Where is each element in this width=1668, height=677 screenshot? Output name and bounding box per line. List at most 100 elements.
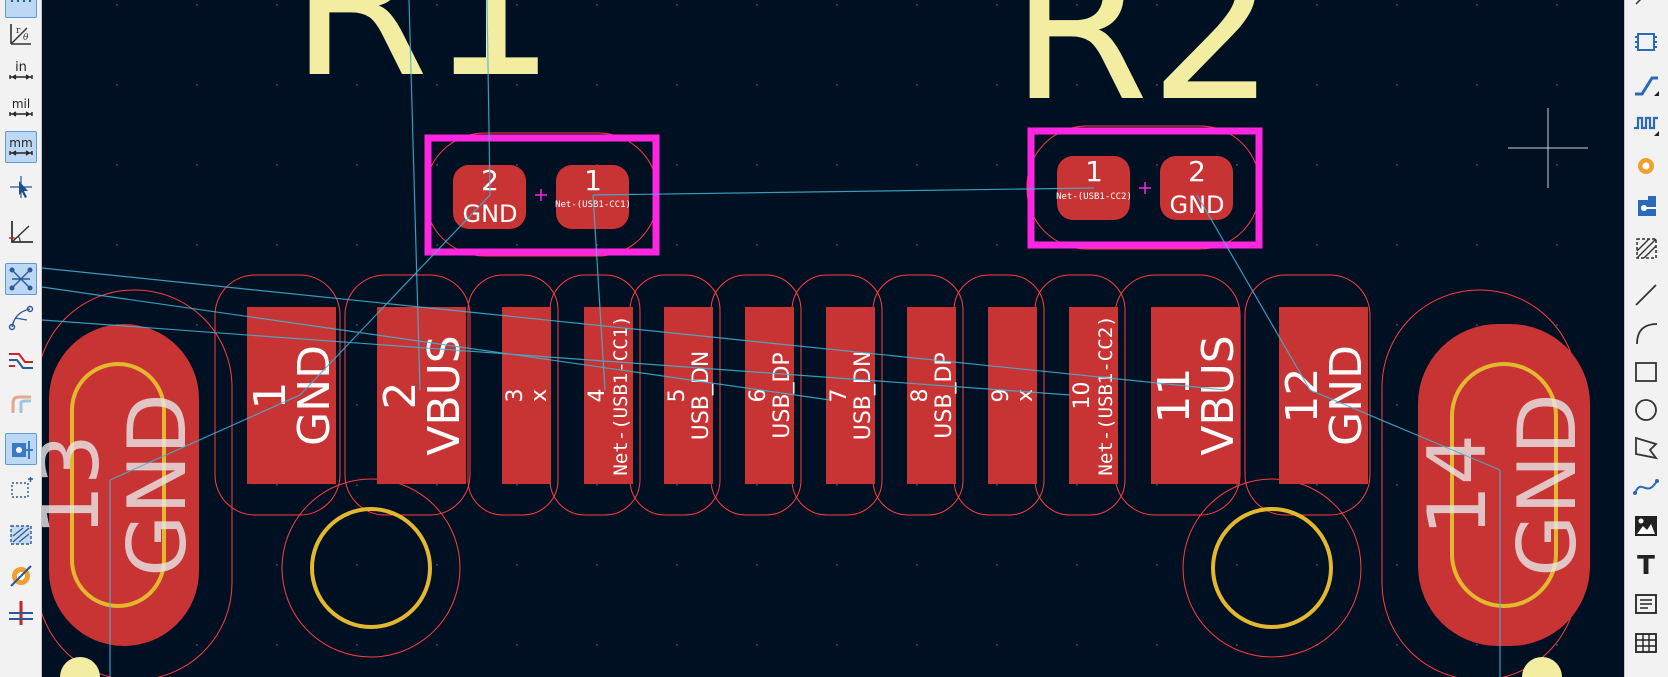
- svg-text:2: 2: [1188, 155, 1206, 188]
- select-button[interactable]: [1630, 0, 1662, 10]
- textbox-icon: [1635, 594, 1657, 614]
- usb-pad-net: VBUS: [1193, 335, 1244, 455]
- cursor-style-button[interactable]: [5, 171, 37, 203]
- draw-line-button[interactable]: [1630, 279, 1662, 311]
- highlight-net-button[interactable]: [5, 344, 37, 376]
- svg-text:1: 1: [584, 164, 602, 197]
- add-via-button[interactable]: [1630, 150, 1662, 182]
- local-origin-button[interactable]: [5, 216, 37, 248]
- draw-circle-button[interactable]: [1630, 394, 1662, 426]
- units-in-icon: in: [9, 60, 33, 80]
- usb-pad-net: GND: [1321, 345, 1372, 446]
- cursor-icon: [10, 176, 32, 198]
- usb-pad-9[interactable]: 9x: [988, 307, 1038, 484]
- add-zone-button[interactable]: [1630, 190, 1662, 222]
- curved-ratsnest-icon: [8, 305, 34, 331]
- board-view[interactable]: R1 R2: [42, 0, 1624, 677]
- meander-icon: [1634, 116, 1659, 136]
- zone-fill-icon: [10, 525, 32, 545]
- ratsnest-button[interactable]: [5, 263, 37, 295]
- zone-icon: [1638, 196, 1656, 216]
- footprint-r2[interactable]: 1 Net-(USB1-CC2) 2 GND: [1026, 125, 1263, 250]
- select-icon: [1635, 0, 1642, 5]
- via-icon: [10, 565, 32, 587]
- usb-pad-net: USB_DN: [689, 351, 714, 441]
- zone-outline-button[interactable]: [5, 473, 37, 505]
- net-highlight-icon: [9, 353, 33, 369]
- pcb-canvas[interactable]: R1 R2: [42, 0, 1624, 677]
- draw-polygon-button[interactable]: [1630, 432, 1662, 464]
- usb-pad-net: USB_DP: [932, 352, 957, 438]
- usb-pad-number: 8: [908, 389, 933, 403]
- usb-pad-number: 6: [746, 389, 771, 403]
- add-textbox-button[interactable]: [1630, 588, 1662, 620]
- zone-outline-icon: [11, 477, 33, 498]
- via-display-button[interactable]: [5, 560, 37, 592]
- polar-coords-icon: rθ: [10, 24, 31, 45]
- shield-pad-14[interactable]: 14 GND: [1411, 324, 1594, 646]
- curved-ratsnest-button[interactable]: [5, 302, 37, 334]
- keepout-icon: [1636, 238, 1657, 259]
- usb-pad-number: 5: [665, 389, 690, 403]
- table-icon: [1635, 633, 1657, 653]
- usb-pad-net: Net-(USB1-CC2): [1095, 315, 1117, 475]
- line-icon: [1635, 284, 1657, 306]
- layer-contrast-button[interactable]: [5, 597, 37, 629]
- add-footprint-button[interactable]: [1630, 26, 1662, 58]
- pad-14-number: 14: [1411, 434, 1504, 536]
- silk-dot-left: [60, 657, 100, 677]
- usb-pad-net: VBUS: [419, 335, 470, 455]
- grid-button[interactable]: [5, 0, 37, 18]
- units-mm-icon: mm: [9, 136, 33, 156]
- grid-icon: [11, 0, 31, 2]
- draw-arc-button[interactable]: [1630, 317, 1662, 349]
- usb-pad-number: 11: [1149, 368, 1200, 424]
- route-track-button[interactable]: [1630, 68, 1662, 100]
- mounting-hole-left: [310, 507, 432, 629]
- svg-text:mil: mil: [12, 97, 30, 111]
- r1-pad-1[interactable]: 1 Net-(USB1-CC1): [555, 164, 631, 229]
- track-icon: [11, 395, 31, 413]
- shield-pad-13[interactable]: 13 GND: [42, 324, 204, 646]
- usb-pad-number: 1: [245, 382, 296, 410]
- svg-text:in: in: [15, 60, 27, 75]
- add-text-button[interactable]: T: [1630, 548, 1662, 580]
- track-display-button[interactable]: [5, 387, 37, 419]
- add-rule-area-button[interactable]: [1630, 232, 1662, 264]
- refdes-r1: R1: [290, 0, 556, 122]
- usb-pad-net: Net-(USB1-CC1): [610, 315, 632, 475]
- units-mm-button[interactable]: mm: [5, 131, 37, 163]
- units-mils-button[interactable]: mil: [5, 92, 37, 124]
- pad-display-button[interactable]: [5, 433, 37, 465]
- add-image-button[interactable]: [1630, 510, 1662, 542]
- ratsnest-icon: [9, 267, 33, 291]
- route-icon: [1635, 76, 1659, 96]
- r2-pad-2[interactable]: 2 GND: [1160, 155, 1233, 220]
- r1-anchor-icon: [535, 189, 547, 201]
- bezier-icon: [1633, 479, 1659, 495]
- draw-bezier-button[interactable]: [1630, 471, 1662, 503]
- arc-icon: [1636, 323, 1658, 345]
- zone-fill-button[interactable]: [5, 518, 37, 550]
- mounting-hole-right: [1211, 507, 1333, 629]
- r2-pad-1[interactable]: 1 Net-(USB1-CC2): [1056, 155, 1132, 220]
- svg-text:1: 1: [1085, 155, 1103, 188]
- contrast-icon: [9, 601, 33, 625]
- draw-rect-button[interactable]: [1630, 356, 1662, 388]
- add-table-button[interactable]: [1630, 627, 1662, 659]
- units-inches-button[interactable]: in: [5, 55, 37, 87]
- tune-length-button[interactable]: [1630, 108, 1662, 140]
- usb-pad-net: USB_DP: [770, 352, 795, 438]
